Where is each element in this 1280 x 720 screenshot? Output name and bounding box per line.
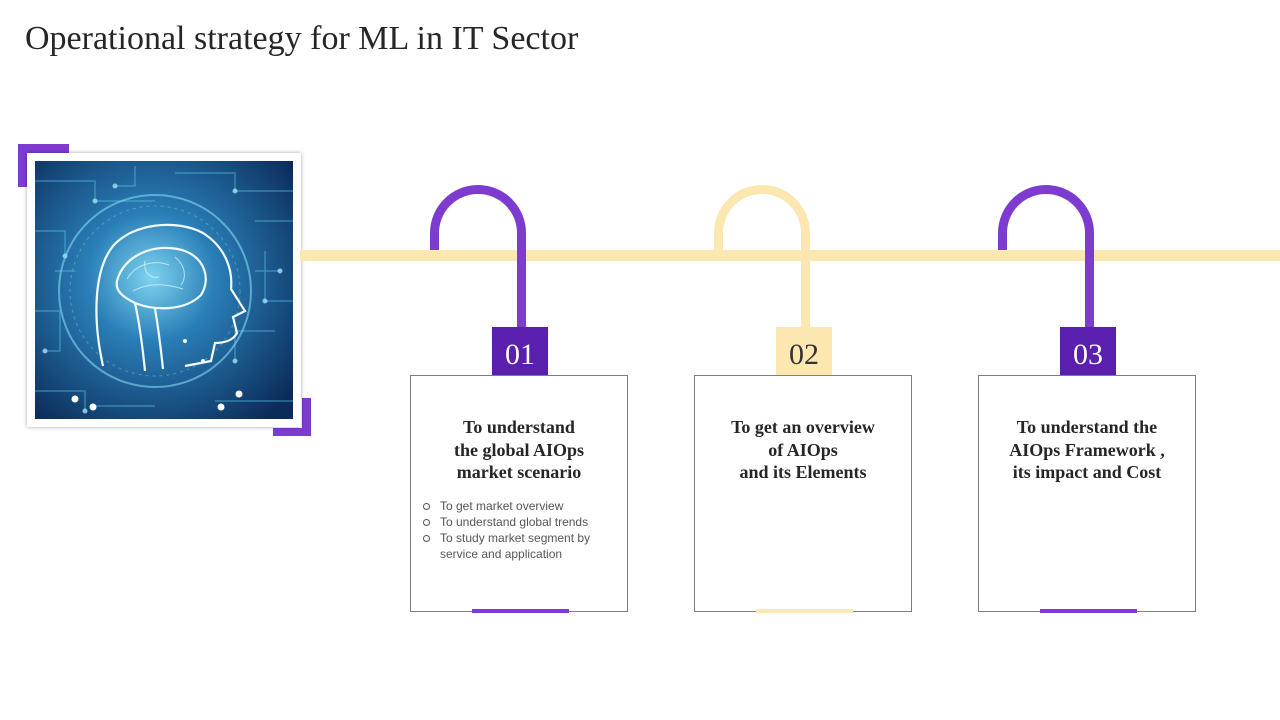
step-number-badge: 01: [492, 327, 548, 383]
page-title: Operational strategy for ML in IT Sector: [25, 20, 579, 57]
corner-accent-bottom: [273, 428, 311, 436]
step-heading: To get an overview of AIOps and its Elem…: [731, 417, 875, 482]
bullet-item: To get market overview: [423, 498, 590, 514]
ai-brain-image: [27, 153, 301, 427]
hook-connector-2: [714, 185, 810, 327]
step-card-3: To understand the AIOps Framework , its …: [978, 375, 1196, 613]
step-heading: To understand the AIOps Framework , its …: [1009, 417, 1165, 482]
step-card-1: To understand the global AIOps market sc…: [410, 375, 628, 613]
card-accent-underline: [1040, 609, 1137, 613]
hook-connector-1: [430, 185, 526, 327]
step-number-badge: 02: [776, 327, 832, 383]
bullet-item: To study market segment by: [423, 530, 590, 546]
step-number-badge: 03: [1060, 327, 1116, 383]
hook-connector-3: [998, 185, 1094, 327]
bullet-item: To understand global trends: [423, 514, 590, 530]
corner-accent-top-side: [18, 144, 27, 187]
step-heading: To understand the global AIOps market sc…: [453, 417, 585, 482]
card-accent-underline: [756, 609, 853, 613]
step-bullet-list: To get market overview To understand glo…: [423, 498, 590, 546]
brain-circuit-icon: [35, 161, 293, 419]
bullet-continuation: service and application: [440, 547, 563, 561]
step-card-2: To get an overview of AIOps and its Elem…: [694, 375, 912, 613]
card-accent-underline: [472, 609, 569, 613]
corner-accent-bottom-side: [302, 398, 311, 436]
timeline-bar: [300, 250, 1280, 261]
corner-accent-top: [18, 144, 69, 153]
